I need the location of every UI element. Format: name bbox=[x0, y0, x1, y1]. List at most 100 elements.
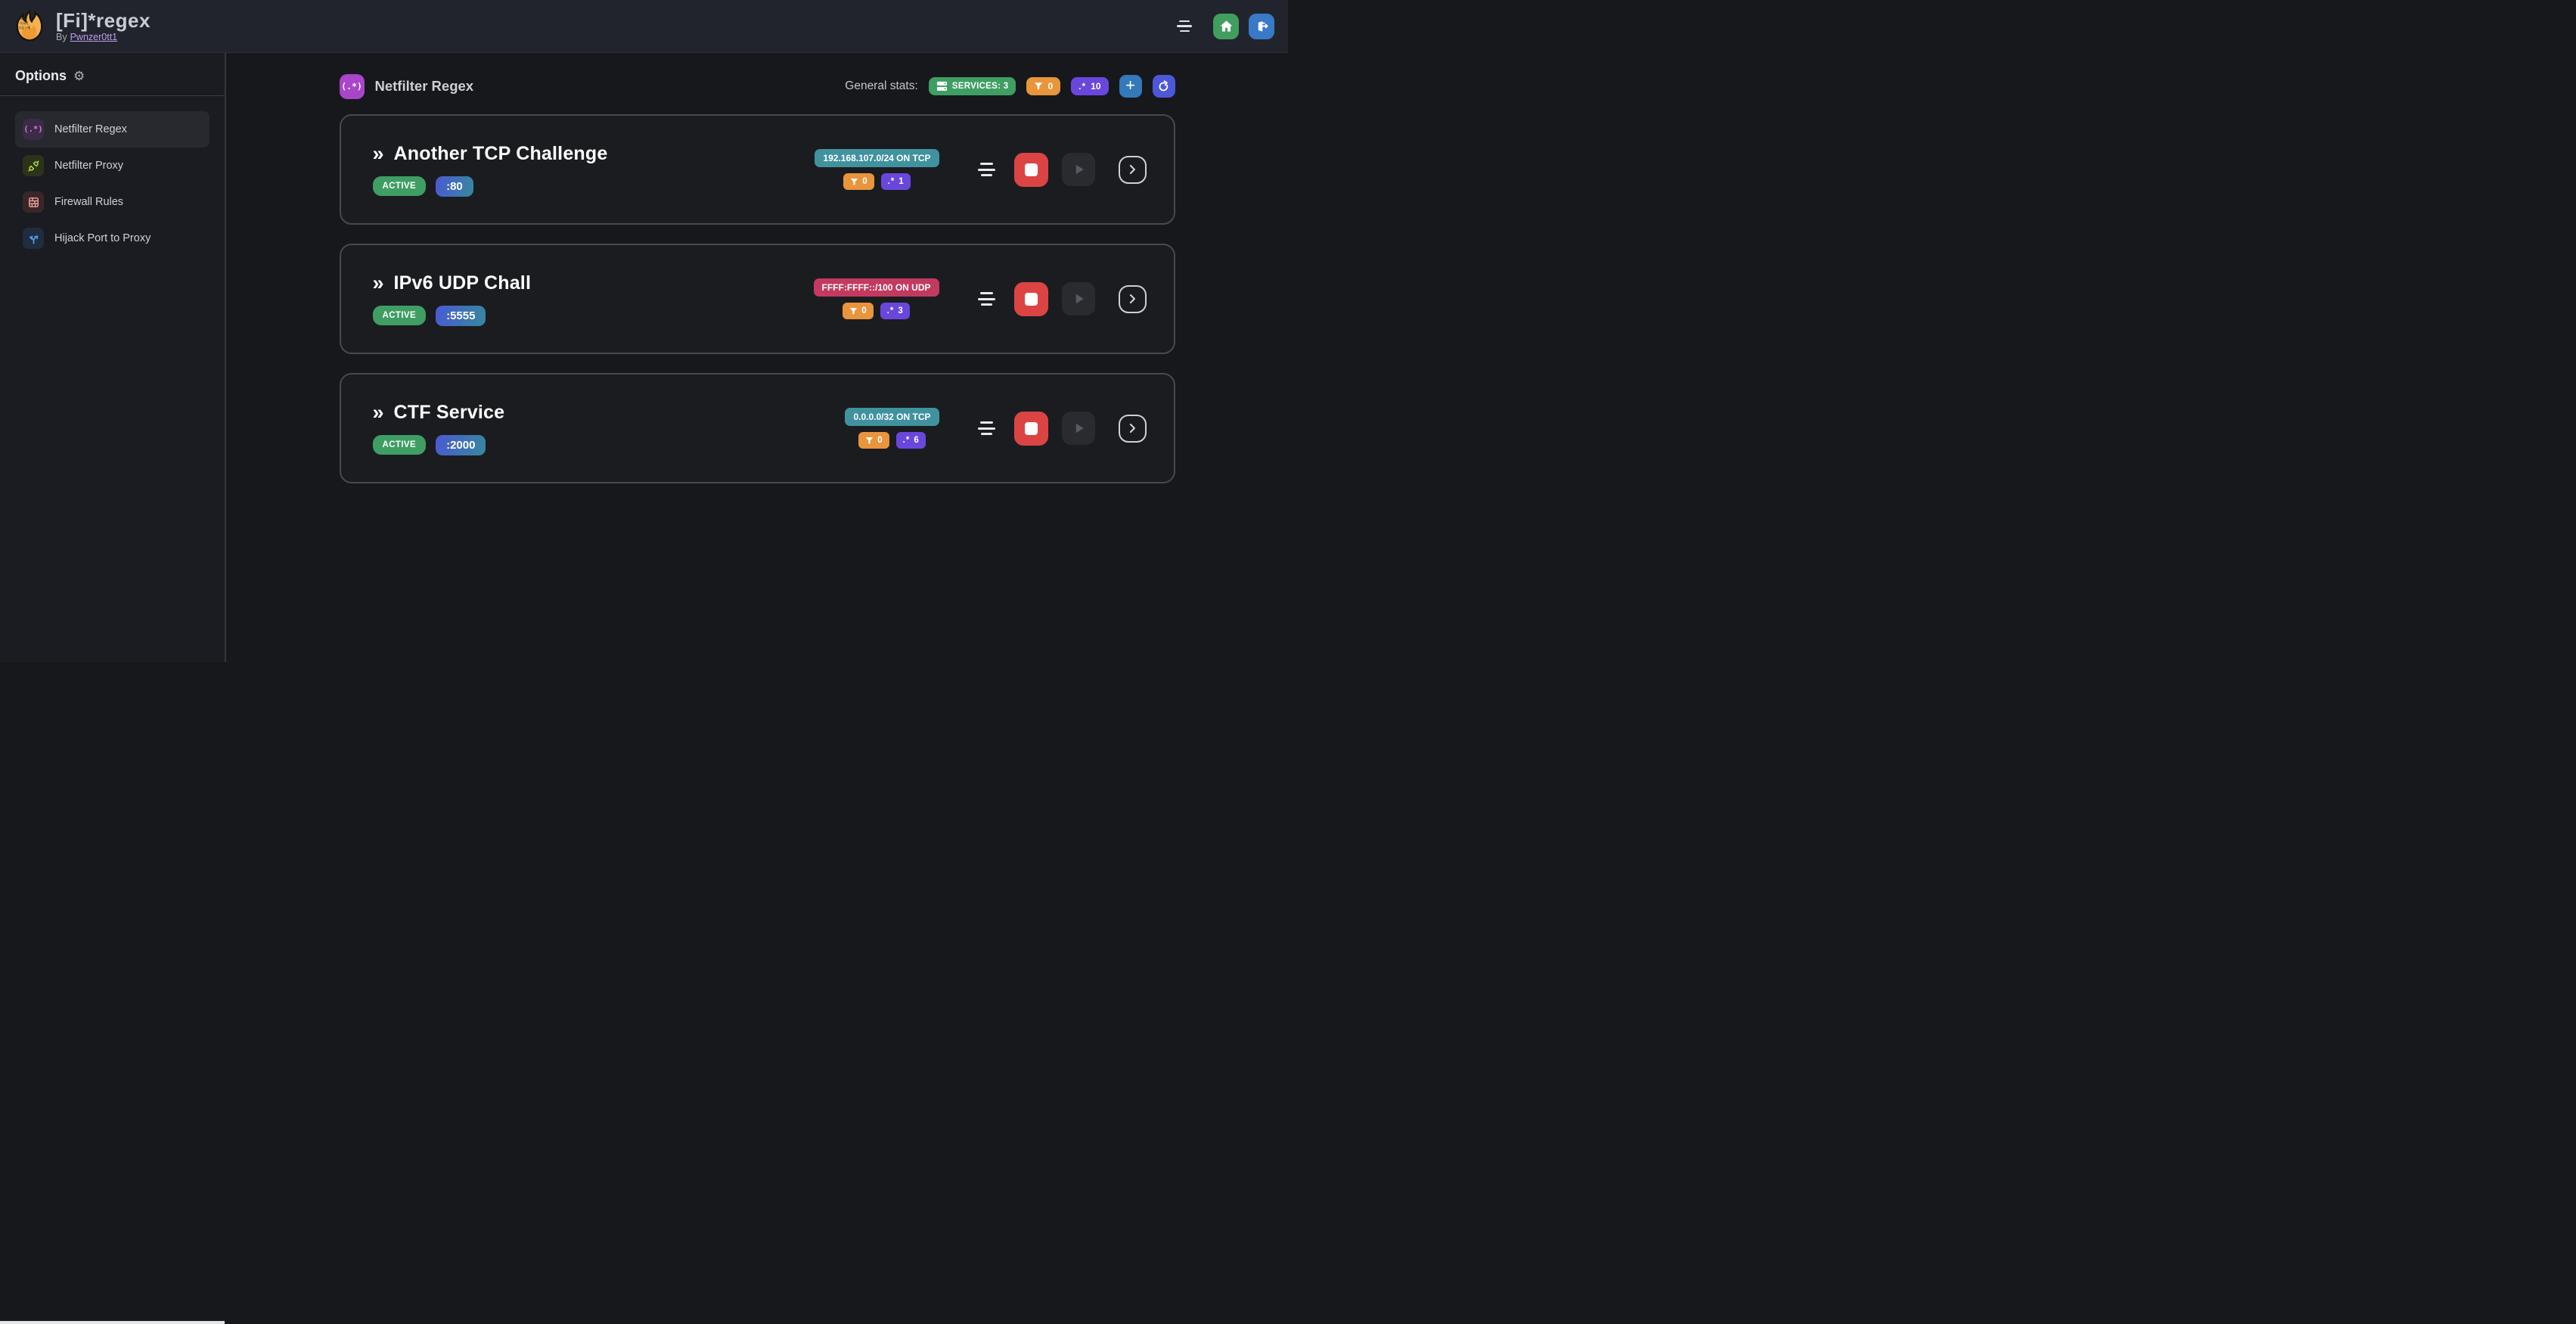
main-panel: (.*) Netfilter Regex General stats: SERV… bbox=[226, 53, 1288, 662]
service-name: CTF Service bbox=[393, 401, 505, 423]
regex-icon: .* bbox=[887, 177, 895, 186]
chevron-right-icon bbox=[1129, 164, 1135, 175]
svg-text:-z0-: -z0- bbox=[20, 17, 26, 21]
regex-count-badge: .* 1 bbox=[880, 173, 911, 190]
stop-button[interactable] bbox=[1013, 281, 1048, 316]
section-header: (.*) Netfilter Regex General stats: SERV… bbox=[339, 73, 1175, 99]
firegex-flame-logo: -z0- 0}@[ {1}[ )-9] bbox=[16, 9, 43, 41]
regex-icon: (.*) bbox=[23, 119, 44, 140]
svg-text:0}@[: 0}@[ bbox=[20, 21, 29, 26]
play-button[interactable] bbox=[1061, 412, 1095, 445]
service-info: » Another TCP Challenge ACTIVE :80 bbox=[372, 141, 608, 197]
logout-button[interactable] bbox=[1249, 13, 1274, 39]
sidebar-item-label: Netfilter Regex bbox=[54, 123, 127, 135]
service-menu-button[interactable] bbox=[974, 288, 999, 309]
byline-prefix: By bbox=[56, 32, 67, 43]
regex-icon: .* bbox=[902, 436, 911, 445]
filter-icon bbox=[1035, 82, 1043, 90]
open-service-button[interactable] bbox=[1118, 155, 1147, 184]
sidebar-item-hijack-port[interactable]: Hijack Port to Proxy bbox=[15, 220, 209, 256]
options-header: Options ⚙ bbox=[15, 68, 209, 84]
play-button[interactable] bbox=[1061, 282, 1095, 315]
port-badge: :2000 bbox=[436, 434, 486, 455]
page-title: Netfilter Regex bbox=[374, 78, 474, 94]
author-link[interactable]: Pwnzer0tt1 bbox=[70, 32, 118, 43]
service-name: Another TCP Challenge bbox=[393, 142, 608, 164]
service-stats: 192.168.107.0/24 ON TCP 0 .* 1 bbox=[815, 149, 939, 190]
filtered-value: 0 bbox=[877, 436, 883, 445]
regex-section-icon: (.*) bbox=[339, 73, 365, 99]
sidebar-item-label: Firewall Rules bbox=[54, 196, 124, 208]
filtered-total-badge: 0 bbox=[1026, 77, 1061, 95]
service-card: » CTF Service ACTIVE :2000 0.0.0.0/32 ON… bbox=[339, 373, 1175, 483]
filter-icon bbox=[850, 307, 858, 315]
sidebar-item-label: Hijack Port to Proxy bbox=[54, 232, 151, 244]
sidebar-nav: (.*) Netfilter Regex Netfilter Proxy bbox=[15, 111, 209, 256]
service-controls: 0.0.0.0/32 ON TCP 0 .* 6 bbox=[845, 408, 1147, 449]
add-service-button[interactable]: + bbox=[1119, 75, 1142, 98]
double-chevron-icon: » bbox=[372, 271, 384, 294]
service-info: » IPv6 UDP Chall ACTIVE :5555 bbox=[372, 271, 532, 326]
regex-icon: .* bbox=[886, 306, 895, 315]
service-card: » IPv6 UDP Chall ACTIVE :5555 FFFF:FFFF:… bbox=[339, 244, 1175, 354]
regex-total-badge: .* 10 bbox=[1071, 77, 1109, 95]
open-service-button[interactable] bbox=[1118, 414, 1147, 443]
home-button[interactable] bbox=[1213, 13, 1239, 39]
service-menu-button[interactable] bbox=[974, 418, 999, 439]
address-badge: FFFF:FFFF::/100 ON UDP bbox=[813, 278, 939, 297]
filtered-badge: 0 bbox=[843, 303, 874, 319]
address-badge: 192.168.107.0/24 ON TCP bbox=[815, 149, 939, 167]
sidebar-item-label: Netfilter Proxy bbox=[54, 160, 124, 172]
status-badge: ACTIVE bbox=[372, 306, 427, 325]
service-info: » CTF Service ACTIVE :2000 bbox=[372, 400, 505, 455]
service-controls: FFFF:FFFF::/100 ON UDP 0 .* 3 bbox=[813, 278, 1147, 319]
services-count-badge: SERVICES: 3 bbox=[928, 77, 1016, 95]
regex-count-value: 1 bbox=[898, 177, 904, 186]
menu-icon[interactable] bbox=[1172, 16, 1196, 37]
sidebar-item-netfilter-proxy[interactable]: Netfilter Proxy bbox=[15, 148, 209, 184]
double-chevron-icon: » bbox=[372, 141, 384, 165]
horizontal-scrollbar-thumb[interactable] bbox=[0, 1321, 225, 1324]
regex-total-value: 10 bbox=[1091, 81, 1101, 92]
filter-icon bbox=[850, 178, 858, 185]
play-button[interactable] bbox=[1061, 153, 1095, 186]
open-service-button[interactable] bbox=[1118, 284, 1147, 313]
play-icon bbox=[1075, 164, 1084, 175]
sidebar: Options ⚙ (.*) Netfilter Regex Netfilter… bbox=[0, 53, 226, 662]
plus-icon: + bbox=[1125, 76, 1135, 95]
double-chevron-icon: » bbox=[372, 400, 384, 424]
stats-label: General stats: bbox=[845, 79, 918, 92]
filter-icon bbox=[866, 437, 874, 444]
chevron-right-icon bbox=[1129, 294, 1135, 304]
port-badge: :5555 bbox=[436, 305, 486, 326]
service-menu-button[interactable] bbox=[974, 159, 999, 180]
filtered-badge: 0 bbox=[843, 173, 874, 190]
play-icon bbox=[1075, 294, 1084, 304]
services-count-label: SERVICES: 3 bbox=[951, 82, 1009, 91]
home-icon bbox=[1220, 20, 1232, 32]
service-controls: 192.168.107.0/24 ON TCP 0 .* 1 bbox=[815, 149, 1147, 190]
sidebar-divider bbox=[0, 95, 225, 96]
status-badge: ACTIVE bbox=[372, 435, 427, 455]
service-card: » Another TCP Challenge ACTIVE :80 192.1… bbox=[339, 114, 1175, 225]
sidebar-item-netfilter-regex[interactable]: (.*) Netfilter Regex bbox=[15, 111, 209, 148]
refresh-icon bbox=[1159, 79, 1169, 91]
service-name: IPv6 UDP Chall bbox=[393, 272, 532, 294]
regex-count-badge: .* 3 bbox=[880, 303, 910, 319]
play-icon bbox=[1075, 423, 1084, 434]
service-stats: FFFF:FFFF::/100 ON UDP 0 .* 3 bbox=[813, 278, 939, 319]
stop-button[interactable] bbox=[1013, 411, 1048, 446]
regex-icon: .* bbox=[1079, 81, 1087, 92]
stop-button[interactable] bbox=[1013, 152, 1048, 187]
port-badge: :80 bbox=[436, 176, 473, 197]
service-list: » Another TCP Challenge ACTIVE :80 192.1… bbox=[339, 114, 1175, 483]
stop-icon bbox=[1024, 163, 1038, 176]
sidebar-item-firewall-rules[interactable]: Firewall Rules bbox=[15, 184, 209, 220]
refresh-button[interactable] bbox=[1152, 75, 1175, 98]
status-badge: ACTIVE bbox=[372, 176, 427, 196]
server-icon bbox=[936, 81, 947, 91]
options-title: Options bbox=[15, 68, 67, 83]
